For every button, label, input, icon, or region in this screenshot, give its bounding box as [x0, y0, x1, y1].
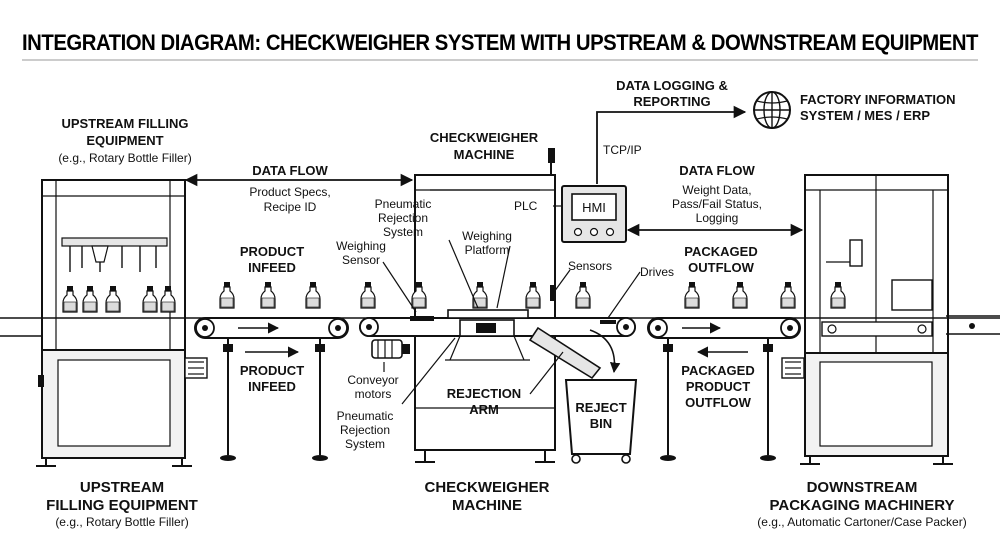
reject-bin-line2: BIN	[590, 416, 612, 431]
data-flow-right-line2: Pass/Fail Status,	[672, 197, 762, 211]
data-flow-left-line2: Recipe ID	[264, 200, 317, 214]
weighing-sensor-line1: Weighing	[336, 239, 386, 253]
conveyor-motor	[371, 339, 410, 359]
weighing-platform	[445, 309, 530, 361]
upstream-filled-bottles	[62, 285, 176, 313]
data-flow-right-line1: Weight Data,	[682, 183, 751, 197]
plc-label: PLC	[514, 199, 538, 213]
rejection-arm-line2: ARM	[469, 402, 499, 417]
packaged-outflow-bottom-line1: PACKAGED	[681, 363, 754, 378]
downstream-bottles	[830, 281, 846, 309]
checkweigher-frame	[414, 148, 556, 463]
hmi-label: HMI	[582, 200, 606, 215]
flow-labels: PRODUCT INFEED PRODUCT INFEED PACKAGED O…	[240, 244, 758, 410]
reject-bin-line1: REJECT	[575, 400, 626, 415]
bottom-downstream-line2: PACKAGING MACHINERY	[769, 497, 954, 514]
bottom-checkweigher-line2: MACHINE	[452, 497, 522, 514]
data-logging-line1: DATA LOGGING &	[616, 78, 728, 93]
conveyor-motors-line2: motors	[355, 387, 392, 401]
pneumatic-top-line2: Rejection	[378, 211, 428, 225]
data-logging-line2: REPORTING	[633, 94, 710, 109]
product-infeed-bottom-line2: INFEED	[248, 379, 296, 394]
pneumatic-top-line1: Pneumatic	[375, 197, 432, 211]
data-logging-label: DATA LOGGING & REPORTING	[616, 78, 728, 109]
rejection-arm-line1: REJECTION	[447, 386, 521, 401]
connectors	[184, 105, 804, 405]
diagram-title: INTEGRATION DIAGRAM: CHECKWEIGHER SYSTEM…	[22, 30, 979, 55]
product-infeed-bottom-line1: PRODUCT	[240, 363, 304, 378]
pneumatic-bottom-line1: Pneumatic	[337, 409, 394, 423]
data-flow-left-heading: DATA FLOW	[252, 163, 328, 178]
checkweigher-title-line2: MACHINE	[454, 147, 515, 162]
conveyor-motors-line1: Conveyor	[347, 373, 398, 387]
data-flow-right-line3: Logging	[696, 211, 739, 225]
bottom-downstream-subtitle: (e.g., Automatic Cartoner/Case Packer)	[757, 515, 966, 529]
data-flow-left-line1: Product Specs,	[249, 185, 330, 199]
product-infeed-top-line2: INFEED	[248, 260, 296, 275]
checkweigher-top-label: CHECKWEIGHER MACHINE	[430, 130, 539, 162]
component-labels: PLC HMI Pneumatic Rejection System Weigh…	[336, 197, 674, 451]
globe-icon	[753, 91, 791, 129]
outflow-bottles	[684, 281, 796, 309]
packaged-outflow-top-line1: PACKAGED	[684, 244, 757, 259]
downstream-packaging-machine	[800, 174, 953, 465]
packaged-outflow-bottom-line2: PRODUCT	[686, 379, 750, 394]
data-flow-left-label: DATA FLOW Product Specs, Recipe ID	[249, 163, 330, 214]
pneumatic-bottom-line3: System	[345, 437, 385, 451]
infeed-conveyor	[184, 317, 349, 461]
bottom-upstream-line1: UPSTREAM	[80, 479, 164, 496]
pneumatic-top-line3: System	[383, 225, 423, 239]
data-flow-right-heading: DATA FLOW	[679, 163, 755, 178]
packaged-outflow-bottom-line3: OUTFLOW	[685, 395, 751, 410]
pneumatic-bottom-line2: Rejection	[340, 423, 390, 437]
bottom-downstream-line1: DOWNSTREAM	[807, 479, 918, 496]
factory-system-label: FACTORY INFORMATION SYSTEM / MES / ERP	[800, 92, 956, 123]
tcpip-label: TCP/IP	[603, 143, 642, 157]
weighing-sensor-line2: Sensor	[342, 253, 380, 267]
sensors-label: Sensors	[568, 259, 612, 273]
infeed-bottles	[219, 281, 321, 309]
bottom-upstream-subtitle: (e.g., Rotary Bottle Filler)	[55, 515, 188, 529]
product-infeed-top-line1: PRODUCT	[240, 244, 304, 259]
factory-line1: FACTORY INFORMATION	[800, 92, 956, 107]
upstream-title-line1: UPSTREAM FILLING	[61, 116, 188, 131]
upstream-top-label: UPSTREAM FILLING EQUIPMENT (e.g., Rotary…	[58, 116, 191, 165]
outflow-conveyor	[647, 317, 805, 461]
reject-bin	[564, 379, 638, 464]
upstream-filler-machine	[36, 179, 192, 467]
bottom-upstream-line2: FILLING EQUIPMENT	[46, 497, 198, 514]
hmi-panel	[561, 185, 627, 243]
data-flow-right-label: DATA FLOW Weight Data, Pass/Fail Status,…	[672, 163, 762, 225]
checkweigher-title-line1: CHECKWEIGHER	[430, 130, 539, 145]
upstream-title-line2: EQUIPMENT	[86, 133, 163, 148]
weighing-platform-line1: Weighing	[462, 229, 512, 243]
drives-label: Drives	[640, 265, 674, 279]
factory-line2: SYSTEM / MES / ERP	[800, 108, 930, 123]
bottom-labels: UPSTREAM FILLING EQUIPMENT (e.g., Rotary…	[46, 479, 967, 529]
rejection-arm	[528, 326, 621, 380]
upstream-subtitle: (e.g., Rotary Bottle Filler)	[58, 151, 191, 165]
weighing-platform-line2: Platform	[465, 243, 510, 257]
bottom-checkweigher-line1: CHECKWEIGHER	[424, 479, 549, 496]
packaged-outflow-top-line2: OUTFLOW	[688, 260, 754, 275]
